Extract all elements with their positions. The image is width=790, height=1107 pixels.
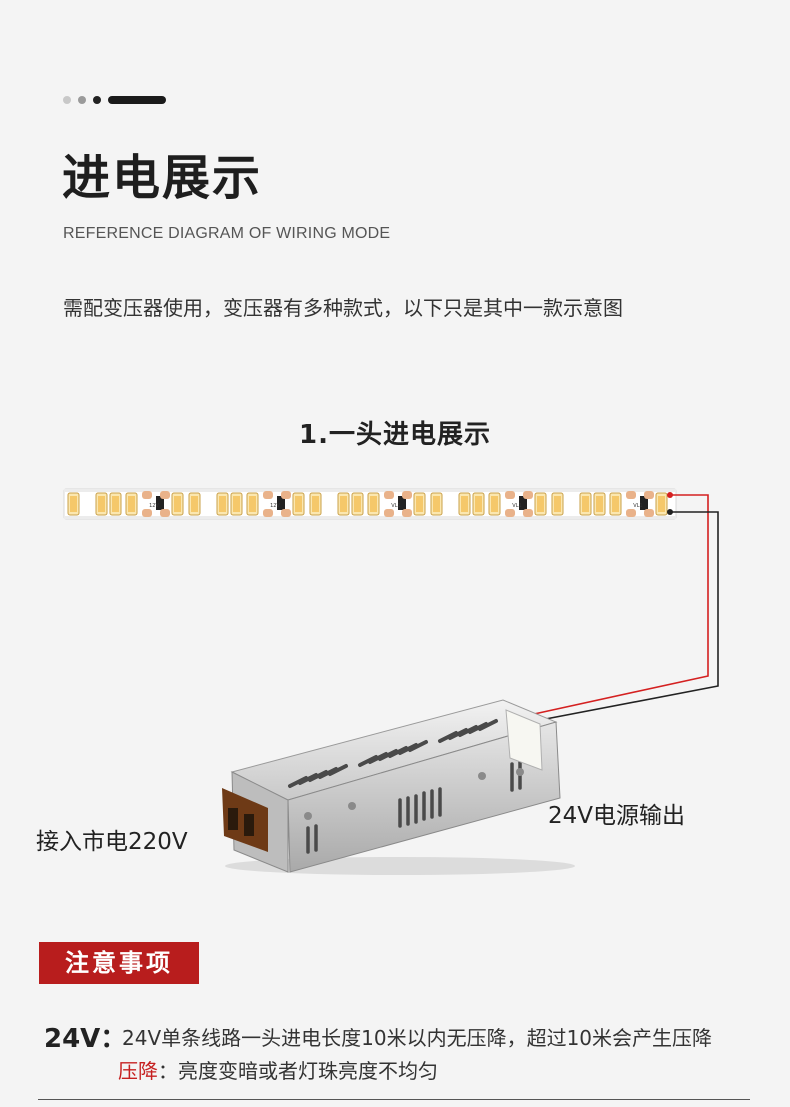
- led-chip-core: [340, 496, 347, 512]
- led-chip-core: [174, 496, 181, 512]
- led-chip-core: [554, 496, 561, 512]
- strip-cut-label: VL1: [633, 503, 642, 509]
- led-chips: 12V 12V VL1 VL1 VL1: [67, 491, 668, 517]
- notice-highlight: 压降: [118, 1059, 158, 1083]
- led-chip-core: [98, 496, 105, 512]
- bottom-divider: [38, 1099, 750, 1100]
- led-chip-core: [612, 496, 619, 512]
- led-chip-core: [475, 496, 482, 512]
- page-title: 进电展示: [62, 150, 263, 206]
- notice-line-2-text: ：亮度变暗或者灯珠亮度不均匀: [158, 1059, 438, 1083]
- led-chip-core: [249, 496, 256, 512]
- copper-pad: [263, 509, 273, 517]
- led-chip-core: [433, 496, 440, 512]
- positive-wire: [524, 494, 709, 717]
- led-chip-core: [191, 496, 198, 512]
- output-label: 24V电源输出: [548, 803, 686, 829]
- header-dot-dark: [93, 96, 101, 104]
- copper-pad: [626, 491, 636, 499]
- led-chip-core: [312, 496, 319, 512]
- wiring-diagram: 12V 12V VL1 VL1 VL1: [63, 488, 719, 875]
- copper-pad: [281, 491, 291, 499]
- led-chip-core: [354, 496, 361, 512]
- led-strip: 12V 12V VL1 VL1 VL1: [63, 488, 677, 520]
- led-chip-core: [219, 496, 226, 512]
- led-chip-core: [658, 496, 665, 512]
- copper-pad: [523, 509, 533, 517]
- copper-pad: [142, 509, 152, 517]
- copper-pad: [523, 491, 533, 499]
- led-chip-core: [416, 496, 423, 512]
- resistor: [640, 496, 648, 510]
- input-label: 接入市电220V: [36, 829, 188, 855]
- copper-pad: [644, 509, 654, 517]
- page-subtitle: REFERENCE DIAGRAM OF WIRING MODE: [63, 225, 391, 242]
- strip-cut-label: VL1: [391, 503, 400, 509]
- led-chip-core: [491, 496, 498, 512]
- description-text: 需配变压器使用，变压器有多种款式，以下只是其中一款示意图: [63, 296, 623, 320]
- section-title: 1.一头进电展示: [299, 420, 491, 450]
- copper-pad: [384, 491, 394, 499]
- led-chip-core: [582, 496, 589, 512]
- led-chip-core: [233, 496, 240, 512]
- notice-badge: [39, 942, 199, 984]
- copper-pad: [505, 491, 515, 499]
- resistor: [398, 496, 406, 510]
- strip-cut-label: VL1: [512, 503, 521, 509]
- copper-pad: [402, 509, 412, 517]
- resistor: [156, 496, 164, 510]
- strip-cut-label: 12V: [149, 503, 159, 509]
- header-dot-light: [63, 96, 71, 104]
- copper-pad: [142, 491, 152, 499]
- resistor: [277, 496, 285, 510]
- notice-line-2: 压降：亮度变暗或者灯珠亮度不均匀: [118, 1055, 438, 1084]
- header-dot-mid: [78, 96, 86, 104]
- led-chip-core: [370, 496, 377, 512]
- copper-pad: [626, 509, 636, 517]
- copper-pad: [644, 491, 654, 499]
- led-chip-core: [596, 496, 603, 512]
- copper-pad: [281, 509, 291, 517]
- copper-pad: [160, 509, 170, 517]
- copper-pad: [505, 509, 515, 517]
- negative-wire: [529, 511, 719, 723]
- led-chip-core: [128, 496, 135, 512]
- led-chip-core: [112, 496, 119, 512]
- voltage-label: 24V：: [44, 1024, 127, 1054]
- notice-line-1: 24V单条线路一头进电长度10米以内无压降，超过10米会产生压降: [122, 1026, 713, 1050]
- notice-heading: 注意事项: [65, 949, 173, 977]
- led-chip-core: [295, 496, 302, 512]
- copper-pad: [402, 491, 412, 499]
- resistor: [519, 496, 527, 510]
- led-chip-core: [461, 496, 468, 512]
- copper-pad: [263, 491, 273, 499]
- strip-cut-label: 12V: [270, 503, 280, 509]
- copper-pad: [160, 491, 170, 499]
- led-chip-core: [537, 496, 544, 512]
- power-supply: [222, 699, 575, 875]
- header-bar: [108, 96, 166, 104]
- copper-pad: [384, 509, 394, 517]
- output-wires: [524, 492, 719, 723]
- led-chip-core: [70, 496, 77, 512]
